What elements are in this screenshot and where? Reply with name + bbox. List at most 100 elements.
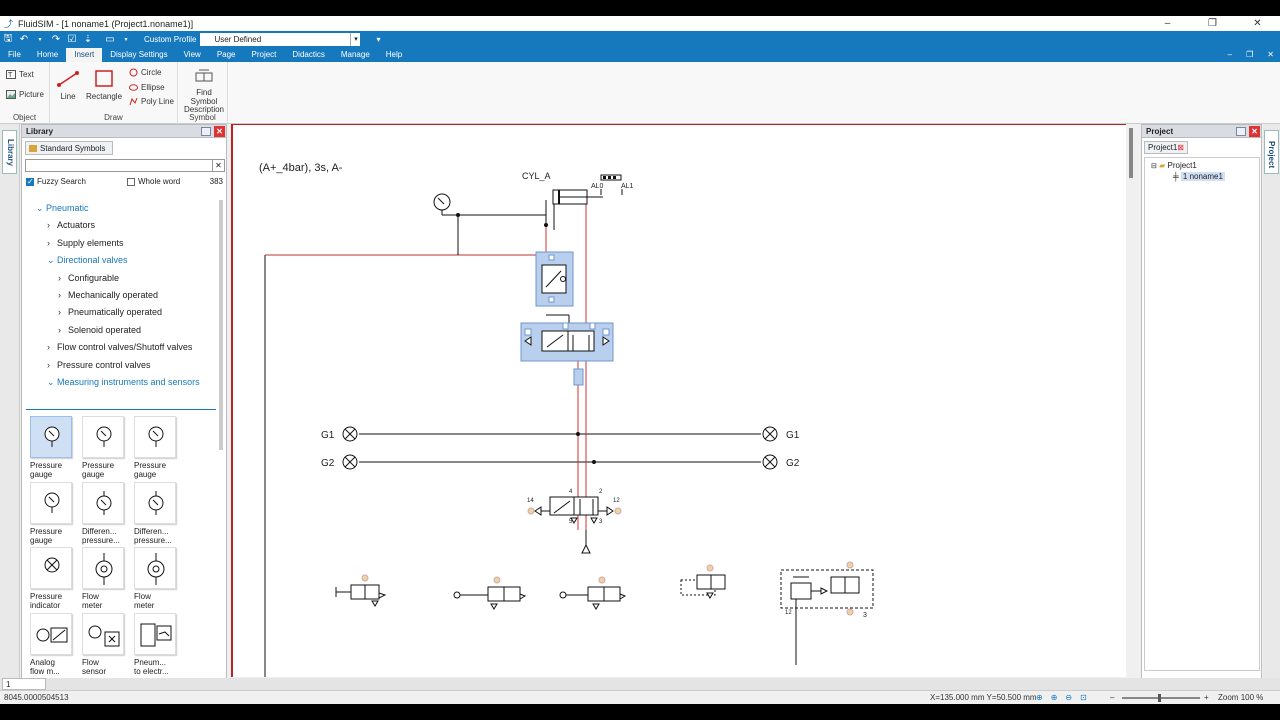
tree-item[interactable]: ›Pressure control valves [22,357,218,374]
chevron-down-icon[interactable]: ▾ [350,33,360,46]
close-tab-icon[interactable]: ⊠ [1177,143,1184,152]
tab-home[interactable]: Home [36,50,59,59]
tree-item[interactable]: ›Flow control valves/Shutoff valves [22,339,218,356]
zoom-out-icon[interactable]: ⊖ [1065,693,1073,702]
customize-toolbar-icon[interactable]: ▾ [376,35,381,44]
zoom-in-icon[interactable]: ⊕ [1050,693,1058,702]
valve-roller-al0[interactable] [559,576,627,610]
canvas-vertical-scrollbar[interactable] [1126,124,1138,677]
view-mode-icon[interactable]: ▭ [105,34,115,45]
save-icon[interactable]: 🖫 [3,33,13,44]
valve-roller-al1[interactable] [453,576,527,610]
project1-tab[interactable]: Project1 ⊠ [1144,141,1188,154]
find-symbol-button[interactable]: Find Symbol Description [182,68,226,114]
tree-item[interactable]: ›Solenoid operated [22,322,218,339]
zoom-minus-button[interactable]: – [1110,693,1115,702]
library-side-tab[interactable]: Library [2,130,17,174]
insert-picture-button[interactable]: Picture [6,90,44,99]
clear-search-icon[interactable]: ✕ [212,160,224,171]
doc-minimize-icon[interactable]: – [1227,50,1233,59]
zoom-slider-knob[interactable] [1158,694,1161,702]
symbol-tile[interactable]: Pneum...to electr... [134,612,182,676]
tab-insert[interactable]: Insert [66,48,103,62]
tree-item[interactable]: ›Pneumatically operated [22,304,218,321]
pin-project-icon[interactable] [1236,127,1246,136]
pin-icon[interactable]: ⇣ [83,34,93,45]
standard-symbols-tab[interactable]: Standard Symbols [25,141,113,155]
redo-icon[interactable]: ↷ [51,34,61,45]
tab-manage[interactable]: Manage [340,50,370,59]
valve-dashed[interactable] [680,564,726,599]
tree-item[interactable]: ›Supply elements [22,235,218,252]
dropdown-arrow-icon[interactable]: ▾ [38,37,42,43]
tab-file[interactable]: File [8,50,21,59]
document-check-icon[interactable]: ☑ [67,34,77,45]
tab-view[interactable]: View [183,50,201,59]
project-side-tab[interactable]: Project [1264,130,1279,174]
draw-rectangle-button[interactable]: Rectangle [86,68,122,101]
symbol-tile[interactable]: Differen...pressure... [82,481,130,545]
maximize-button[interactable]: ❐ [1208,18,1217,29]
insert-text-button[interactable]: T Text [6,70,34,79]
close-button[interactable]: ✕ [1253,18,1262,29]
undo-icon[interactable]: ↶ [19,34,29,45]
draw-line-button[interactable]: Line [56,68,80,101]
chevron-right-icon[interactable]: › [47,359,50,370]
project-root-node[interactable]: ⊟ ▰ Project1 [1151,161,1197,170]
tree-item[interactable]: ›Configurable [22,270,218,287]
diagram-canvas[interactable]: (A+_4bar), 3s, A- [231,124,1126,677]
close-library-icon[interactable]: ✕ [214,126,225,137]
pin-panel-icon[interactable] [201,127,211,136]
view-mode-dropdown-icon[interactable]: ▾ [124,37,128,43]
symbol-tile[interactable]: Differen...pressure... [134,481,182,545]
pressure-gauge-symbol[interactable] [433,193,451,215]
tree-item[interactable]: ›Actuators [22,217,218,234]
doc-close-icon[interactable]: ✕ [1267,50,1274,59]
library-scrollbar[interactable] [219,200,223,450]
fuzzy-search-option[interactable]: Fuzzy Search [26,177,86,186]
collapse-icon[interactable]: ⊟ [1151,163,1157,170]
chevron-down-icon[interactable]: ⌄ [47,376,55,387]
tab-didactics[interactable]: Didactics [292,50,325,59]
zoom-window-icon[interactable]: ⊡ [1080,693,1087,702]
chevron-right-icon[interactable]: › [58,324,61,335]
doc-restore-icon[interactable]: ❐ [1246,50,1254,59]
zoom-slider[interactable] [1122,694,1200,702]
profile-select[interactable]: User Defined ▾ [200,33,361,46]
cylinder-symbol[interactable]: CYL_A AL0 AL1 [522,171,634,205]
lamp-g2-left[interactable]: G2 [321,454,358,470]
chevron-down-icon[interactable]: ⌄ [47,255,55,266]
tree-item[interactable]: ›Mechanically operated [22,287,218,304]
chevron-right-icon[interactable]: › [58,307,61,318]
valve-pushbutton[interactable] [335,574,387,607]
zoom-fit-icon[interactable]: ⊕ [1036,693,1043,702]
tab-help[interactable]: Help [385,50,403,59]
tab-project[interactable]: Project [251,50,277,59]
tab-page[interactable]: Page [216,50,236,59]
draw-ellipse-button[interactable]: Ellipse [129,83,165,92]
tree-item[interactable]: ⌄Pneumatic [22,200,218,217]
chevron-right-icon[interactable]: › [47,220,50,231]
vertical-scroll-thumb[interactable] [1129,128,1133,178]
main-directional-valve[interactable]: 14 12 4 2 5 3 [527,489,622,554]
whole-word-option[interactable]: Whole word [127,177,180,186]
project-page-node[interactable]: ╪ 1 noname1 [1173,172,1225,181]
lamp-g1-left[interactable]: G1 [321,426,358,442]
document-tab-noname1[interactable]: 1 noname1 [2,678,46,700]
lamp-g2-right[interactable]: G2 [762,454,800,470]
tree-item[interactable]: ⌄Measuring instruments and sensors [22,374,218,391]
draw-circle-button[interactable]: Circle [129,68,161,77]
whole-word-checkbox[interactable] [127,177,135,186]
zoom-plus-button[interactable]: + [1204,693,1209,702]
lamp-g1-right[interactable]: G1 [762,426,800,442]
directional-valve-selected[interactable] [520,322,614,386]
close-project-icon[interactable]: ✕ [1249,126,1260,137]
